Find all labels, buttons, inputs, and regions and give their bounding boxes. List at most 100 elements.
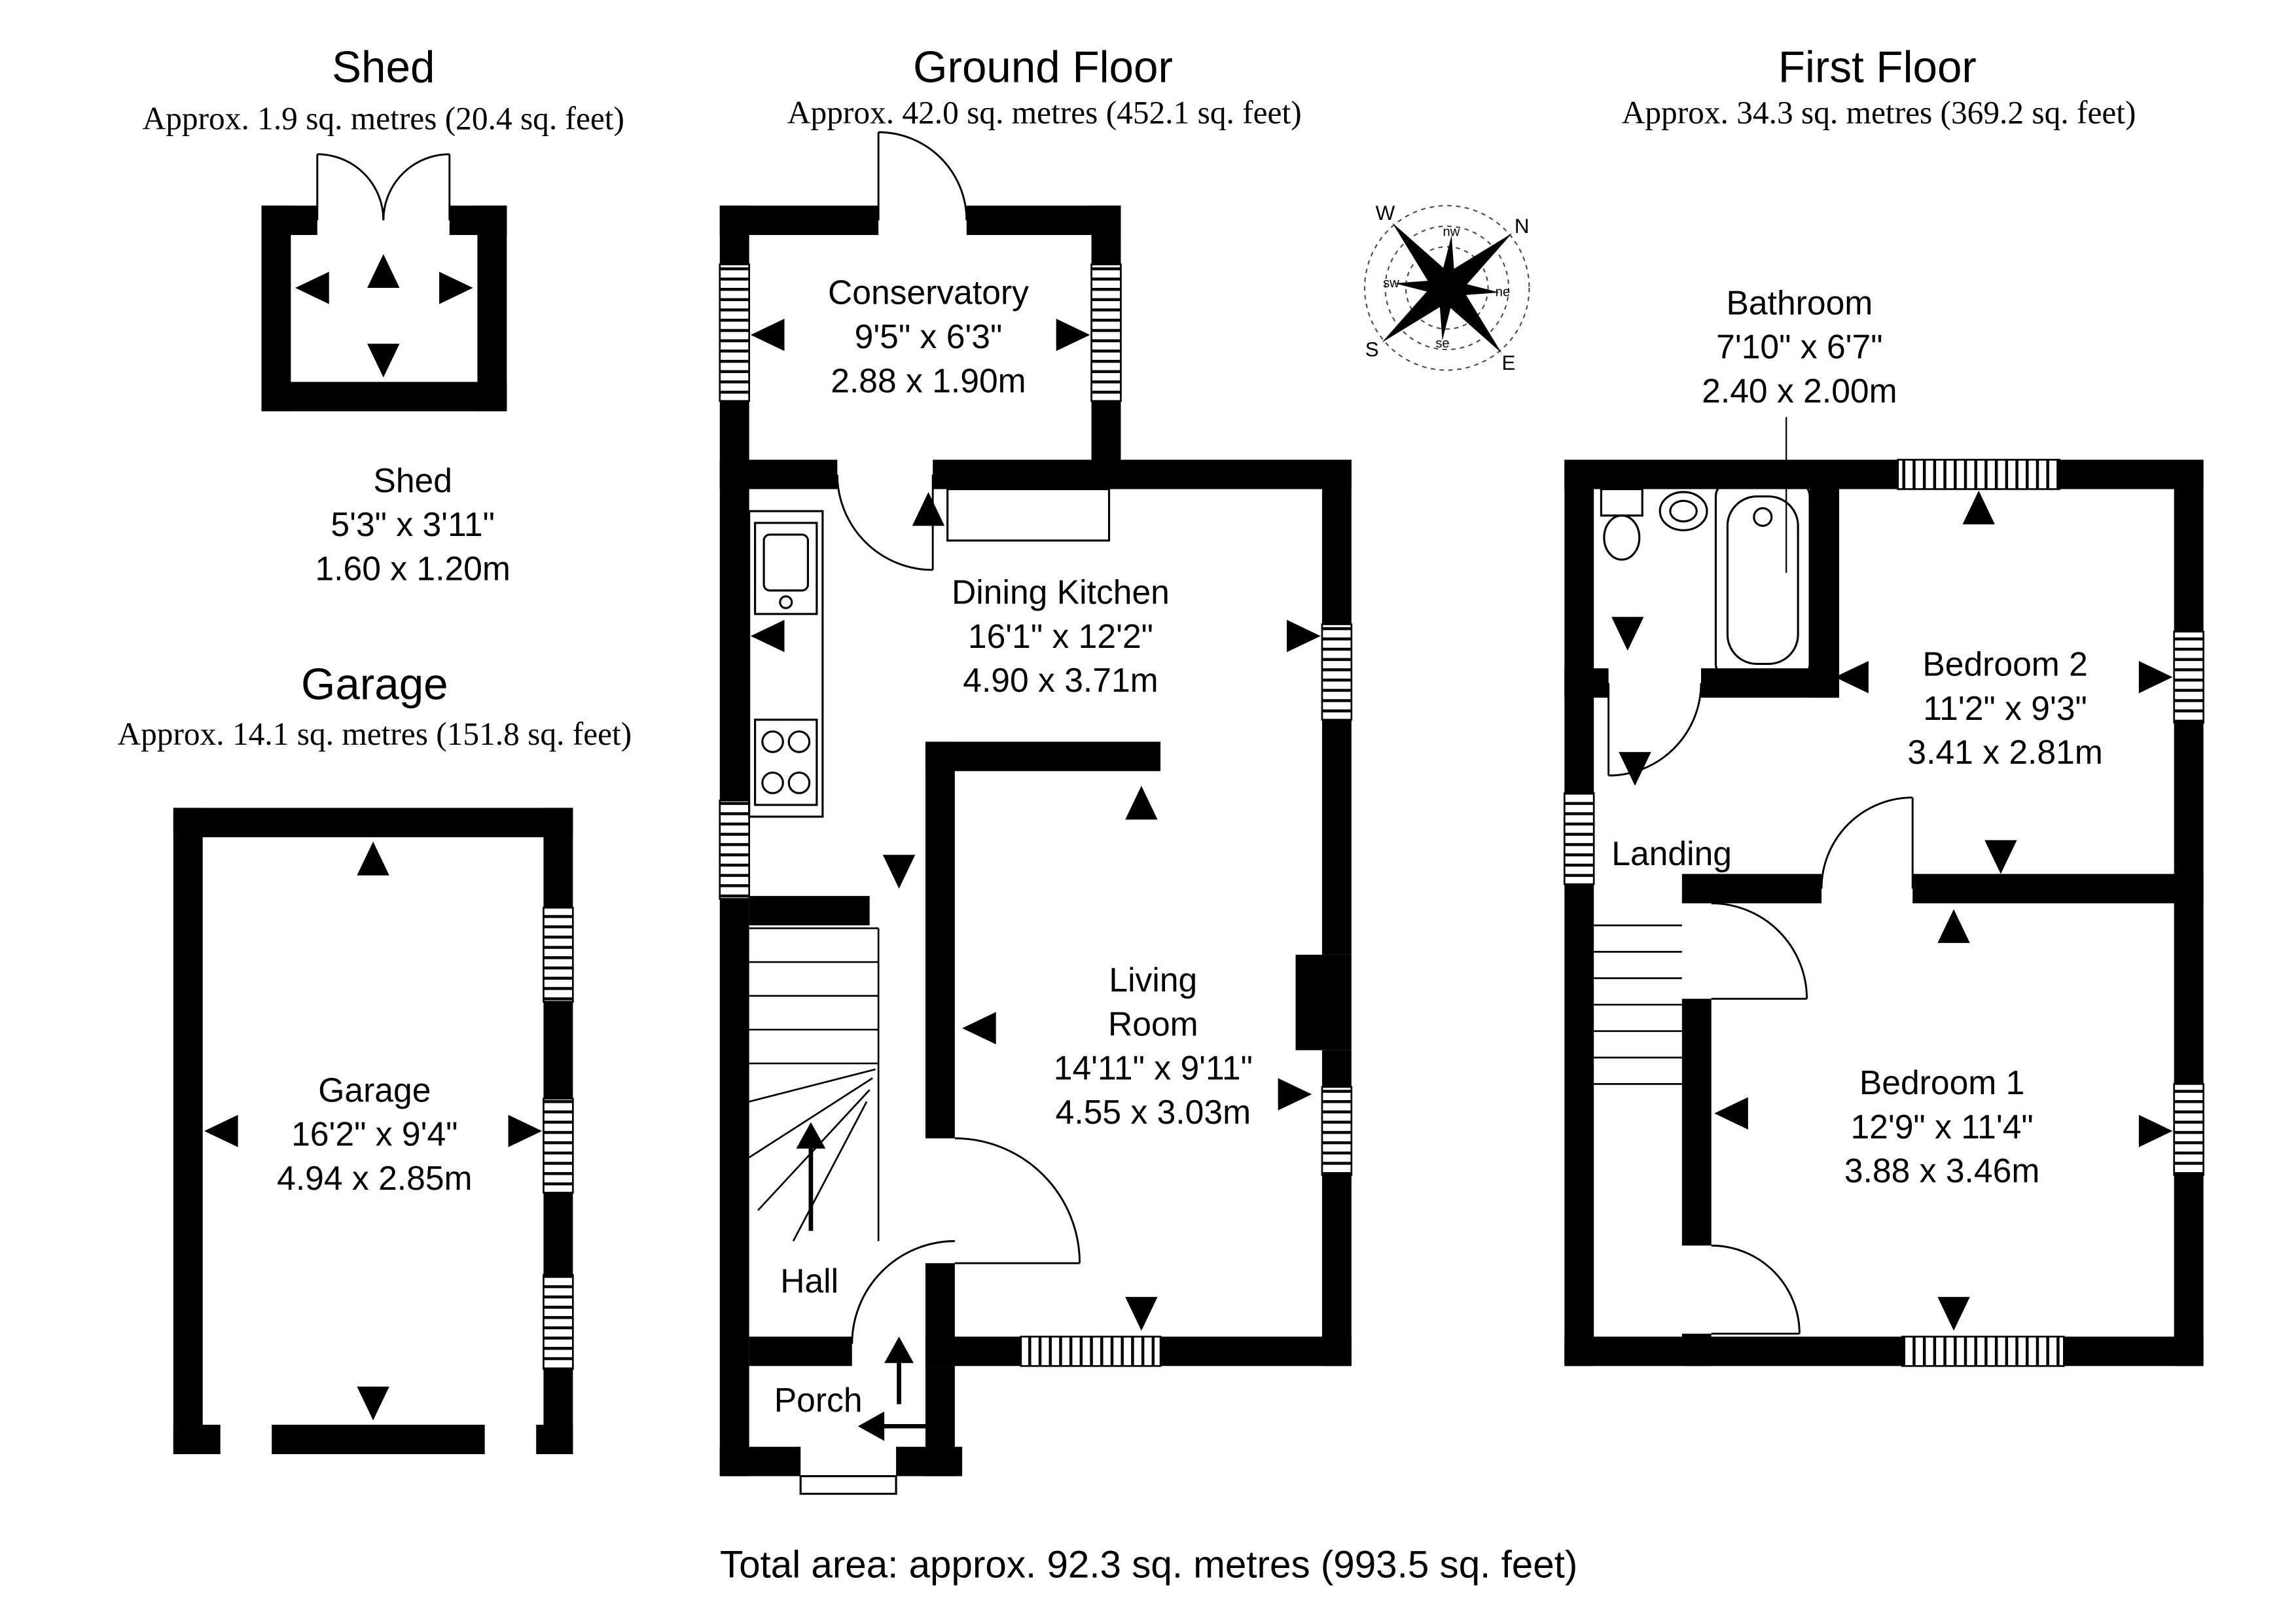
room-size-metric: 2.88 x 1.90m [831,361,1026,400]
room-size-imperial: 16'1" x 12'2" [967,616,1153,656]
room-name: Garage [318,1071,431,1109]
room-size-metric: 3.41 x 2.81m [1907,732,2103,772]
compass-se-label: se [1435,336,1449,351]
compass-nw-label: nw [1443,225,1460,240]
compass-ne-label: ne [1496,285,1510,300]
window [2173,630,2204,724]
shed-dimension-arrows [295,254,473,378]
conservatory-label: Conservatory 9'5" x 6'3" 2.88 x 1.90m [828,270,1029,402]
living-room-label: Living Room 14'11" x 9'11" 4.55 x 3.03m [1054,957,1253,1133]
ground-internal-walls [719,741,1161,1476]
first-outer-walls [1563,459,2204,1367]
shed-double-door [316,153,451,221]
bedroom2-label: Bedroom 2 11'2" x 9'3" 3.41 x 2.81m [1907,642,2102,774]
room-size-metric: 1.60 x 1.20m [315,549,511,588]
room-name: Living Room [1107,960,1198,1043]
compass-sw-label: sw [1383,276,1399,291]
living-room-door [954,1137,1081,1264]
porch-label: Porch [774,1378,863,1421]
window [1321,623,1353,721]
bedroom1-door [1711,902,1808,1000]
conservatory-door [877,131,968,221]
room-size-metric: 3.88 x 3.46m [1844,1151,2040,1190]
room-name: Porch [774,1380,863,1419]
porch-step [799,1475,897,1495]
window [719,799,750,900]
compass-rose: N E S W nw ne se sw [1364,202,1530,374]
kitchen-counter [748,510,824,818]
room-name: Landing [1611,834,1732,873]
bathroom-door [1607,683,1702,777]
room-size-imperial: 14'11" x 9'11" [1053,1048,1253,1087]
room-size-metric: 2.40 x 2.00m [1702,371,1897,410]
dining-kitchen-label: Dining Kitchen 16'1" x 12'2" 4.90 x 3.71… [952,570,1170,702]
garage-section-area: Approx. 14.1 sq. metres (151.8 sq. feet) [117,715,632,753]
room-name: Bedroom 1 [1859,1063,2025,1102]
first-internal-walls [1564,459,2204,1366]
room-name: Hall [780,1261,839,1300]
landing-label: Landing [1611,831,1732,875]
hall-label: Hall [780,1258,838,1302]
landing-stairs [1594,924,1682,1085]
window [2173,1083,2204,1176]
bathtub [1714,480,1811,680]
window [1020,1336,1162,1367]
conservatory-walls [719,205,1122,460]
kitchen-fixtures [748,488,1111,818]
room-size-imperial: 11'2" x 9'3" [1923,688,2087,727]
first-floor-section-title: First Floor [1778,44,1977,93]
total-area: Total area: approx. 92.3 sq. metres (993… [719,1542,1578,1586]
window [1563,792,1595,885]
stairs-up-arrow [796,1122,826,1231]
ground-floor-section-area: Approx. 42.0 sq. metres (452.1 sq. feet) [787,94,1302,131]
shed-section-title: Shed [332,44,435,93]
toilet [1600,488,1643,561]
compass-west-label: W [1376,202,1395,224]
room-size-imperial: 5'3" x 3'11" [331,505,495,544]
garage-room-label: Garage 16'2" x 9'4" 4.94 x 2.85m [277,1068,472,1200]
room-name: Dining Kitchen [952,573,1170,611]
bathroom-label: Bathroom 7'10" x 6'7" 2.40 x 2.00m [1702,281,1897,413]
shed-plan [261,153,507,412]
shed-room-label: Shed 5'3" x 3'11" 1.60 x 1.20m [315,458,510,590]
window [543,906,574,1003]
window [1901,1336,2065,1367]
chimney-breast [1295,954,1352,1050]
window [543,1274,574,1370]
room-size-imperial: 9'5" x 6'3" [854,317,1003,356]
compass-north-label: N [1515,215,1530,238]
room-size-imperial: 12'9" x 11'4" [1850,1107,2034,1146]
entry-arrow-up [884,1336,914,1404]
front-door [851,1240,955,1344]
shed-section-area: Approx. 1.9 sq. metres (20.4 sq. feet) [142,99,624,137]
bathroom-fixtures [1600,480,1811,680]
window [1897,459,2060,490]
shed-walls [261,205,507,412]
bedroom2-door [1820,796,1914,889]
room-size-metric: 4.94 x 2.85m [277,1158,473,1198]
room-name: Bathroom [1726,283,1873,322]
hall-stairs [748,927,880,1242]
kitchen-hob [754,719,818,806]
room-size-metric: 4.55 x 3.03m [1055,1092,1251,1132]
room-size-metric: 4.90 x 3.71m [963,660,1158,700]
garage-section-title: Garage [301,660,448,710]
basin [1659,491,1708,531]
room-size-imperial: 16'2" x 9'4" [291,1115,458,1153]
room-name: Shed [373,461,452,500]
first-floor-section-area: Approx. 34.3 sq. metres (369.2 sq. feet) [1621,94,2136,131]
garage-plan [173,808,574,1454]
window [543,1097,574,1194]
compass-south-label: S [1365,338,1379,361]
window [719,263,750,402]
window [1321,1086,1353,1176]
room-name: Conservatory [827,273,1029,312]
ground-floor-plan [719,131,1353,1495]
kitchen-sink [754,522,818,615]
porch-details [799,1336,929,1495]
kitchen-unit [946,488,1111,542]
first-floor-plan [1563,417,2204,1367]
entry-arrow-left [857,1411,929,1441]
